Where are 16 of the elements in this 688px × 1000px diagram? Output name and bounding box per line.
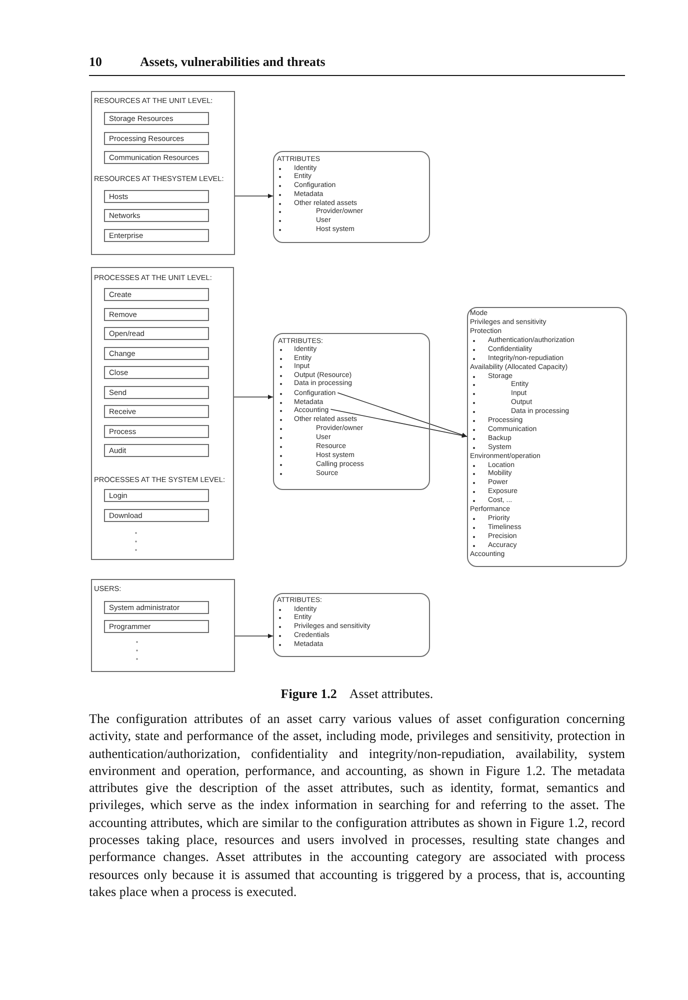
arrow	[330, 408, 468, 438]
body-paragraph: The configuration attributes of an asset carry various values of asset configuration concerning activity, state and performance of the asset, including mode, privileges and sensitivity, protection in authentication/authorization, confidentiality and integrity/non-repudiation, availability, system environment and operation, performance, and accounting, as shown in Figure 1.2. The metadata attributes give the description of the asset attributes, such as identity, format, semantics and privileges, which serve as the index information in searching for and referring to the asset. The accounting attributes, which are similar to the configuration attributes as shown in Figure 1.2, record processes taking place, resources and users involved in processes, resulting state changes and performance changes. Asset attributes in the accounting category are associated with process resources only because it is assumed that accounting is triggered by a process, that is, accounting takes place when a process is executed.	[89, 710, 625, 900]
rounded-list-panel	[273, 593, 430, 657]
page-number: 10	[89, 54, 102, 70]
arrow	[234, 394, 274, 400]
arrow	[234, 194, 274, 198]
rounded-list-panel	[273, 151, 430, 243]
rounded-list-panel	[273, 333, 430, 490]
running-header: Assets, vulnerabilities and threats	[140, 54, 326, 70]
arrow	[234, 634, 274, 638]
rounded-list-panel	[467, 307, 627, 567]
figure-caption: Figure 1.2 Asset attributes.	[280, 686, 434, 700]
group-frame	[91, 267, 234, 560]
arrow	[337, 392, 468, 438]
group-frame	[91, 579, 235, 672]
group-frame	[91, 91, 235, 255]
